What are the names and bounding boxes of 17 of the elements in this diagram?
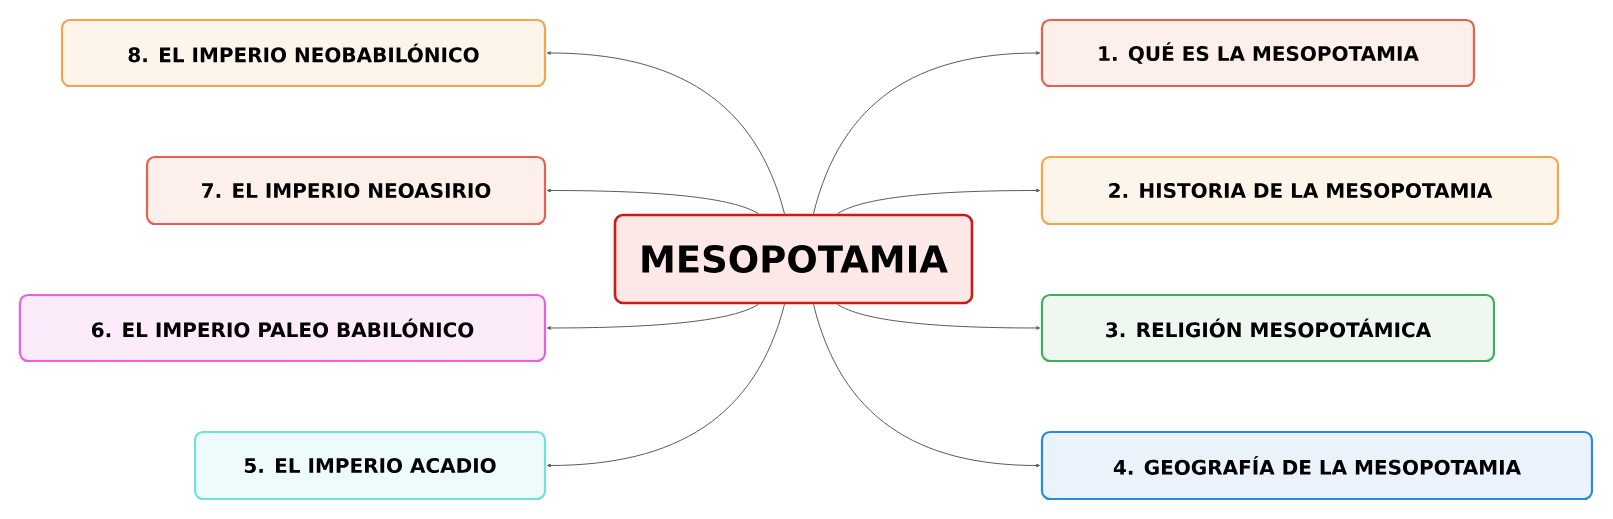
connector-arrow [837,188,1041,215]
connector-arrow [546,188,759,215]
topic-box: 1. QUÉ ES LA MESOPOTAMIA [1040,18,1476,88]
topic-box: 4. GEOGRAFÍA DE LA MESOPOTAMIA [1040,430,1594,501]
topic-box: 2. HISTORIA DE LA MESOPOTAMIA [1040,155,1560,226]
connector-arrow [813,303,1041,468]
topic-box: 5. EL IMPERIO ACADIO [193,430,547,501]
topic-box: 3. RELIGIÓN MESOPOTÁMICA [1040,293,1496,363]
topic-box: 6. EL IMPERIO PALEO BABILÓNICO [18,293,547,363]
connector-arrow [546,51,785,215]
topic-box: 7. EL IMPERIO NEOASIRIO [145,155,547,226]
connector-arrow [546,303,785,468]
topic-box: 8. EL IMPERIO NEOBABILÓNICO [60,18,547,88]
connector-arrow [813,51,1041,215]
connector-arrow [546,303,759,330]
central-topic-box: MESOPOTAMIA [613,213,974,305]
connector-arrow [837,303,1041,330]
